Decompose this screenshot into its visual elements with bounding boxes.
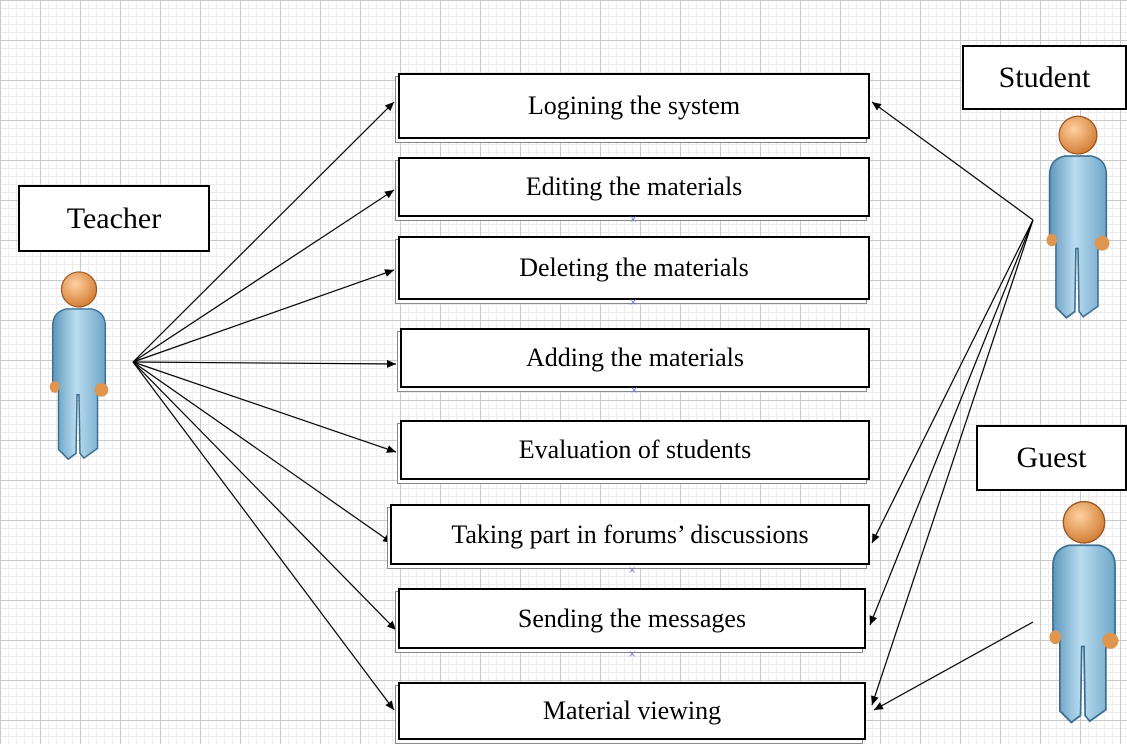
teacher-figure-icon [48,271,110,460]
student-figure-icon [1045,115,1111,319]
actor-label-teacher: Teacher [18,185,210,252]
use-case-label: Logining the system [398,73,870,139]
use-case-label: Material viewing [398,682,866,740]
connection-point-icon: × [629,297,638,308]
connection-point-icon: × [628,565,637,576]
use-case-evaluation[interactable]: Evaluation of students [397,420,870,484]
edge-teacher-editing [132,189,395,363]
actor-label-student: Student [962,45,1127,110]
edge-teacher-viewing [132,361,395,711]
connection-point-icon: × [628,649,637,660]
teacher-associations [132,101,397,711]
edge-teacher-forums [132,361,393,544]
use-case-label: Evaluation of students [400,420,870,480]
connection-point-icon: × [630,385,639,396]
edge-teacher-messages [132,361,397,631]
edge-teacher-logining [132,101,395,363]
student-associations [869,101,1034,706]
edge-teacher-evaluation [132,361,397,453]
use-case-viewing[interactable]: Material viewing [395,682,866,744]
use-case-logining[interactable]: Logining the system [395,73,870,143]
edge-student-forums [871,219,1034,544]
use-case-editing[interactable]: Editing the materials × [395,157,870,225]
use-case-adding[interactable]: Adding the materials × [397,328,870,396]
edge-guest-viewing [873,621,1034,711]
edge-teacher-adding [132,359,397,368]
use-case-label: Deleting the materials [398,236,870,300]
edge-student-logining [871,101,1034,221]
actor-label-guest: Guest [976,425,1127,491]
connection-point-icon: × [629,214,638,225]
edge-teacher-deleting [132,269,395,363]
use-case-label: Taking part in forums’ discussions [390,504,870,565]
use-case-label: Sending the messages [398,588,866,649]
use-case-messages[interactable]: Sending the messages × [395,588,866,660]
edge-student-messages [869,219,1034,626]
use-case-deleting[interactable]: Deleting the materials × [395,236,870,308]
edge-student-viewing [871,219,1034,706]
guest-figure-icon [1048,500,1120,724]
use-case-label: Editing the materials [398,157,870,217]
use-case-forums[interactable]: Taking part in forums’ discussions × [387,504,870,576]
use-case-label: Adding the materials [400,328,870,388]
guest-associations [873,621,1034,711]
